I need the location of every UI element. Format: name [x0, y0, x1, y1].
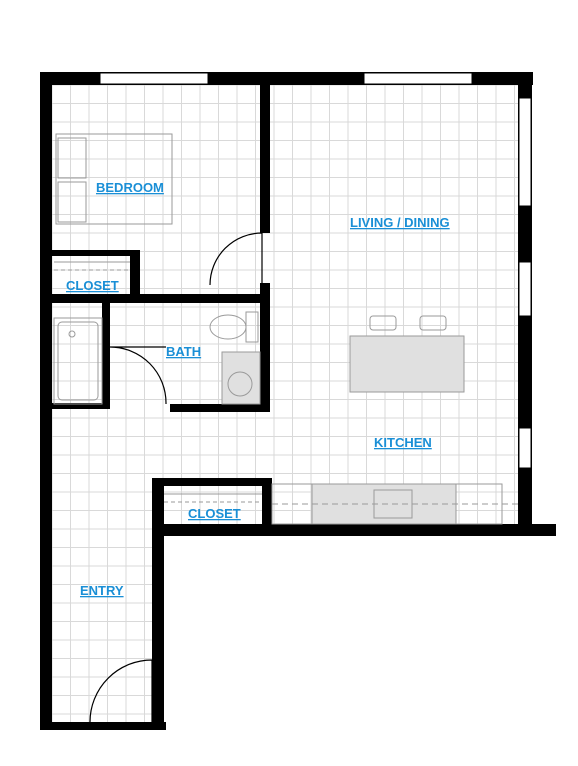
windows: [99, 72, 532, 469]
closet-rod-entry: [164, 493, 262, 503]
window-bedroom: [99, 72, 209, 85]
window-living-top: [363, 72, 473, 85]
label-bath: BATH: [166, 344, 201, 359]
kitchen-counter: [271, 483, 518, 525]
label-bedroom: BEDROOM: [96, 180, 164, 195]
label-closet-entry: CLOSET: [188, 506, 241, 521]
window-living-right-3: [518, 427, 532, 469]
kitchen-island: [349, 315, 465, 393]
toilet: [209, 311, 259, 343]
label-closet-bedroom: CLOSET: [66, 278, 119, 293]
door-bath: [109, 346, 167, 405]
closet-rod-bedroom: [54, 261, 130, 271]
door-entry: [89, 659, 153, 723]
label-kitchen: KITCHEN: [374, 435, 432, 450]
vanity-sink: [221, 351, 261, 405]
bathtub: [53, 317, 103, 405]
window-living-right-2: [518, 261, 532, 317]
room-labels: BEDROOM CLOSET LIVING / DINING BATH KITC…: [66, 180, 450, 598]
bed: [55, 133, 173, 225]
doors: [89, 232, 263, 723]
window-living-right-1: [518, 97, 532, 207]
interior-walls: [52, 85, 272, 536]
label-entry: ENTRY: [80, 583, 124, 598]
label-living-dining: LIVING / DINING: [350, 215, 450, 230]
door-bedroom: [209, 232, 263, 286]
